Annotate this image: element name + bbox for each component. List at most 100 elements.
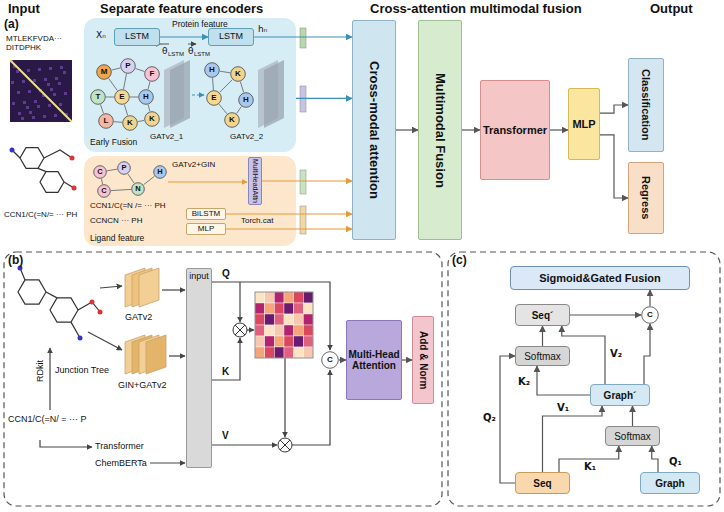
node-label: E [211,94,216,103]
molecule-drawing [50,298,78,322]
molecule-drawing [10,148,15,153]
panel-heading: Early Fusion [90,138,137,147]
multiply-symbol [235,325,245,335]
process-box: Regress [628,162,664,234]
node-label: H [143,93,149,102]
multiply-symbol [278,438,292,452]
flow-arrow [600,105,628,113]
node-label: H [209,66,215,75]
feature-vector [300,206,306,234]
graph-edge [114,121,122,123]
circle-outline [99,114,114,129]
attention-matrix [255,292,313,358]
graph-node: C [97,184,111,198]
contact-map-texture [59,103,62,106]
graph-edge [124,105,127,116]
circle-outline [91,90,106,105]
graph-node: K [230,66,246,82]
circle-outline [154,166,167,179]
node-label: K [127,119,133,128]
graph-node: K [224,112,240,128]
attention-matrix-cells [284,347,294,358]
node-label: Softmax [524,351,561,362]
graph-node: H [153,165,167,179]
node-label: LSTM [219,32,243,42]
panel-heading: (b) [8,254,23,267]
graph-node: E [114,89,130,105]
contact-map-texture [50,88,53,91]
gat-layer [170,60,190,128]
circle-outline [97,65,112,80]
contact-map [10,60,72,122]
process-box: Graph´ [590,384,650,406]
column-heading: Separate feature encoders [100,2,263,17]
node-label: M [101,68,108,77]
fusion-arrow [161,44,169,45]
molecule-drawing [90,300,95,305]
contact-map-texture [12,102,15,105]
process-box: Seq [515,472,570,494]
graph-edge [148,82,150,90]
node-label: C [101,187,106,195]
graph-node: M [96,64,112,80]
circle-outline [225,113,240,128]
flow-arrow [100,286,122,288]
node-label: K [229,116,235,125]
contact-map-texture [54,114,57,117]
circle-outline [139,90,154,105]
molecule-drawing [46,292,57,298]
circle-outline [98,185,111,198]
process-box: MLP [568,88,600,160]
graph-edge [138,120,144,121]
column-heading: Output [650,2,693,17]
attention-matrix-cells [274,336,284,347]
process-box: Classification [628,58,664,152]
graph-node: P [120,58,136,74]
graph-node: H [138,89,154,105]
flow-arrow [49,348,50,410]
attention-matrix-cells [265,347,275,358]
contact-map-texture [22,80,25,83]
contact-map-texture [34,100,37,103]
graph-edge [111,189,131,190]
gat-layer [264,60,284,128]
node-label: Graph´ [604,390,637,401]
graph-edge [237,107,242,114]
process-box: Multi-Head Attention [346,320,402,400]
flow-arrow [40,440,92,447]
parameter-subscript: LSTM [168,51,184,58]
circle-outline [145,67,160,82]
molecule-drawing [71,322,80,338]
edge-label: K₂ [517,376,531,387]
feature-vector [300,28,306,48]
attention-matrix-cells [265,303,275,314]
circle-outline [145,112,160,127]
edge-label: Q₂ [482,412,497,423]
graph-node: L [98,113,114,129]
node-label: C [327,356,333,365]
layer-name: GATv2 [125,312,152,322]
multiply-symbol [233,323,292,452]
attention-matrix-cells [255,336,265,347]
panel-heading: Ligand feature [90,234,144,243]
attention-matrix-cells [294,292,304,303]
smiles-string: CCN1/C(=N /= ··· PH [90,201,166,210]
flow-arrow [226,228,352,229]
flow-arrow [150,462,185,463]
molecule-drawing [78,336,83,341]
contact-map-texture [21,117,24,120]
edge-label: V₂ [609,348,623,359]
contact-map-texture [23,101,26,104]
layer-name: GIN+GATv2 [118,380,167,390]
flow-arrow [462,129,480,130]
node-label: Sigmoid&Gated Fusion [539,272,661,284]
flow-arrow [160,36,208,37]
graph-edge [101,105,104,114]
flow-arrow [649,290,650,306]
attention-matrix-cells [284,303,294,314]
attention-matrix-cells [284,336,294,347]
graph-edge [148,105,150,112]
attention-matrix-cells [274,292,284,303]
node-label: input [189,272,209,282]
